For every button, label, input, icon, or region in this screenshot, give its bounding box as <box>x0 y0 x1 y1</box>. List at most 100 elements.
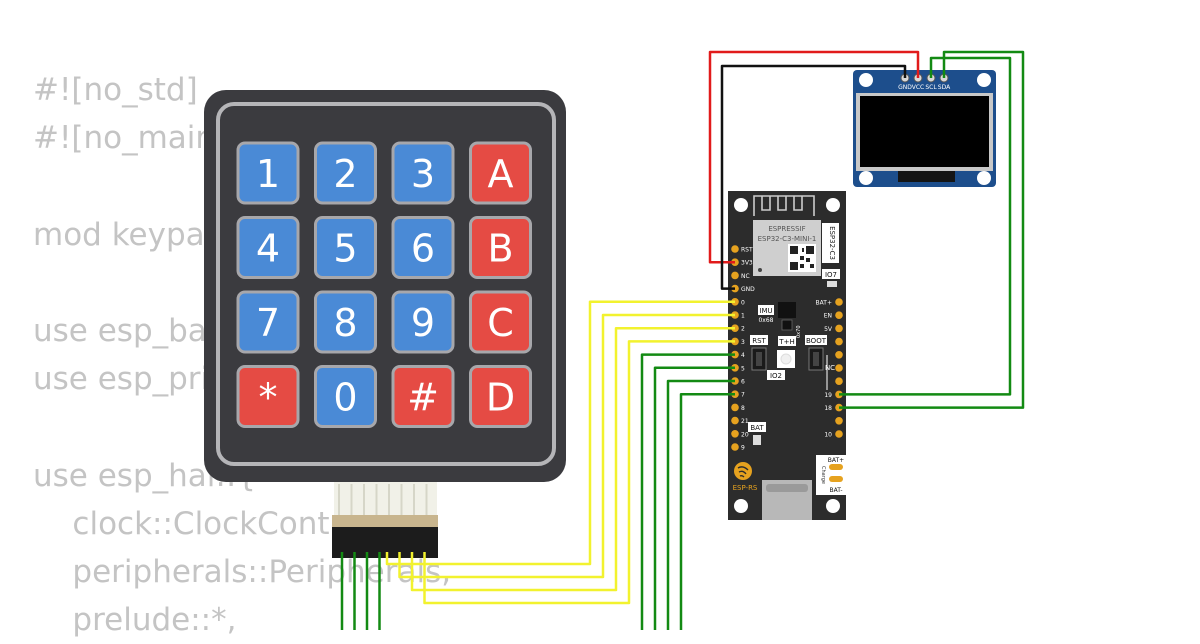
key-#[interactable]: # <box>391 365 455 428</box>
wire-keypad-pin-10[interactable] <box>666 379 735 630</box>
board-pin-label: GND <box>741 286 755 293</box>
key-face <box>469 141 532 205</box>
key-C[interactable]: C <box>469 290 532 354</box>
io2-label: IO2 <box>770 372 782 380</box>
key-8[interactable]: 8 <box>314 290 377 354</box>
imu-label-box <box>758 305 774 315</box>
antenna-icon <box>753 195 815 216</box>
board-pin-right-nc[interactable] <box>835 337 843 346</box>
esp32-c3-board[interactable]: ESPRESSIF ESP32-C3-MINI-1 ESP32-C3 IO7 I… <box>728 191 846 520</box>
key-face <box>391 290 455 354</box>
oled-ribbon <box>898 171 955 182</box>
board-pin-label: 5 <box>741 365 745 372</box>
key-label: 5 <box>333 227 357 271</box>
io7-label: IO7 <box>825 271 837 279</box>
logo-waves <box>737 466 749 478</box>
key-label: 4 <box>256 227 280 271</box>
board-pin-left-8[interactable] <box>731 403 739 412</box>
board-pin-label: 3V3 <box>741 260 753 267</box>
key-9[interactable]: 9 <box>391 290 455 354</box>
key-B[interactable]: B <box>469 216 532 279</box>
bat-led <box>753 435 761 445</box>
key-label: D <box>486 376 515 420</box>
wire-vcc[interactable] <box>708 50 920 264</box>
board-pin-label: 3 <box>741 339 745 346</box>
mount-hole <box>977 73 991 87</box>
mount-hole <box>859 171 873 185</box>
key-3[interactable]: 3 <box>391 141 455 205</box>
board-pin-right-10[interactable] <box>835 430 843 438</box>
board-pin-left-21[interactable] <box>731 416 739 425</box>
key-D[interactable]: D <box>469 365 532 428</box>
battery-connector[interactable] <box>816 455 846 495</box>
key-label: 1 <box>256 152 280 196</box>
key-0[interactable]: 0 <box>314 365 377 428</box>
board-pin-right-nc[interactable] <box>835 364 843 372</box>
board-pin-left-rst[interactable] <box>731 245 739 253</box>
wire-keypad-pin-8[interactable] <box>640 353 735 630</box>
key-face <box>469 365 532 428</box>
board-pin-label: 5V <box>824 326 833 333</box>
module-model: ESP32-C3-MINI-1 <box>758 235 817 243</box>
key-face <box>314 141 377 205</box>
keypad-ribbon-cable <box>332 482 438 558</box>
wire-keypad-pin-6[interactable] <box>410 326 735 592</box>
key-7[interactable]: 7 <box>236 290 300 354</box>
wire-keypad-pin-5[interactable] <box>398 313 736 579</box>
module-brand: ESPRESSIF <box>768 225 805 233</box>
key-face <box>236 216 300 279</box>
wire-gnd[interactable] <box>720 64 907 290</box>
board-pin-right-5v[interactable] <box>835 324 843 333</box>
key-face <box>314 365 377 428</box>
key-4[interactable]: 4 <box>236 216 300 279</box>
key-label: 8 <box>333 301 357 345</box>
board-pin-label: 8 <box>741 405 745 412</box>
key-label: 9 <box>411 301 435 345</box>
wire-scl[interactable] <box>839 56 1012 396</box>
key-label: A <box>488 152 514 196</box>
board-pin-left-nc[interactable] <box>731 271 739 280</box>
board-pin-right-nc[interactable] <box>835 377 843 386</box>
board-pin-label: 0 <box>741 299 745 306</box>
key-face <box>314 290 377 354</box>
key-5[interactable]: 5 <box>314 216 377 279</box>
key-label: C <box>487 301 514 345</box>
key-6[interactable]: 6 <box>391 216 455 279</box>
board-pin-label: 2 <box>741 326 745 333</box>
key-2[interactable]: 2 <box>314 141 377 205</box>
bat-label: BAT <box>750 424 764 432</box>
board-pin-right-bat+[interactable] <box>835 298 843 306</box>
board-pin-label: 7 <box>741 392 745 399</box>
board-pin-right-nc[interactable] <box>835 351 843 359</box>
mount-hole <box>977 171 991 185</box>
oled-pin-label: SDA <box>938 84 951 91</box>
mount-hole <box>734 499 748 513</box>
wire-keypad-pin-7[interactable] <box>423 340 736 605</box>
key-face <box>314 216 377 279</box>
mount-hole <box>734 198 748 212</box>
mount-hole <box>826 198 840 212</box>
board-pin-right-en[interactable] <box>835 311 843 320</box>
oled-pin-label: GND <box>898 84 912 91</box>
board-pin-label: 20 <box>741 431 749 438</box>
board-pin-right-nc[interactable] <box>835 417 843 425</box>
board-pin-label: 21 <box>741 418 749 425</box>
wire-keypad-pin-11[interactable] <box>679 392 735 630</box>
wire-sda[interactable] <box>839 50 1025 409</box>
board-pin-left-9[interactable] <box>731 443 739 451</box>
key-A[interactable]: A <box>469 141 532 205</box>
qr-code-icon <box>788 244 816 272</box>
key-1[interactable]: 1 <box>236 141 300 205</box>
board-pin-left-20[interactable] <box>731 430 739 438</box>
th-sensor-chip <box>781 319 793 331</box>
wire-keypad-pin-9[interactable] <box>653 366 735 630</box>
wire-keypad-pin-4[interactable] <box>385 300 735 566</box>
bat-pad <box>829 476 843 482</box>
rst-label-box <box>750 335 768 345</box>
board-pin-label: 9 <box>741 445 745 452</box>
key-*[interactable]: * <box>236 365 300 428</box>
io7-led <box>827 281 837 287</box>
